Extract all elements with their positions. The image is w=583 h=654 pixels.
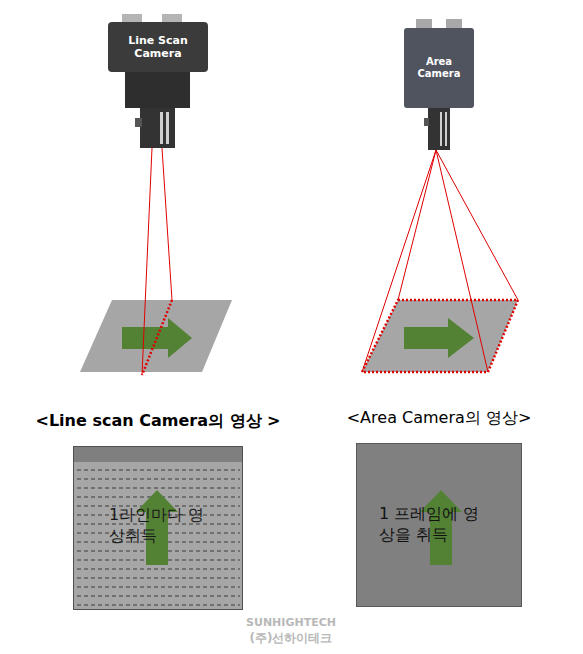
frame-outline	[362, 300, 518, 372]
scan-lines	[77, 470, 240, 605]
image-box: <Line scan Camera의 영상 >1라인마다 영상취득	[73, 446, 243, 610]
image-box: <Area Camera의 영상>1 프레임에 영상을 취득	[356, 443, 522, 607]
watermark: (주)선하이테크	[250, 630, 333, 647]
view-line	[436, 150, 518, 300]
lens-strip	[445, 112, 447, 146]
camera-lens	[140, 108, 175, 148]
lens-ring	[424, 118, 429, 126]
scan-line	[77, 488, 240, 489]
view-line	[362, 150, 436, 372]
node-text: Line Scan Camera	[122, 34, 194, 60]
camera-body	[125, 70, 190, 108]
scan-surface	[80, 300, 232, 372]
scan-line	[77, 479, 240, 480]
view-line	[162, 148, 172, 300]
lens-ring	[135, 118, 142, 127]
scan-line	[77, 596, 240, 597]
node-text: 1 프레임에 영상을 취득	[379, 504, 491, 546]
node-text: Area Camera	[411, 56, 467, 80]
scan-surface	[362, 300, 518, 372]
node-text: 1라인마다 영상취득	[109, 505, 209, 547]
line-image-band	[73, 446, 243, 462]
lens-strip	[440, 112, 442, 146]
watermark: SUNHIGHTECH	[246, 616, 336, 629]
view-line	[436, 150, 488, 372]
scan-line	[142, 300, 172, 375]
scan-line	[77, 605, 240, 606]
line-image	[73, 446, 243, 610]
camera-body: Area Camera	[404, 28, 474, 108]
lens-strip	[160, 112, 163, 144]
motion-arrow	[404, 318, 474, 358]
view-line	[142, 148, 152, 375]
scan-line	[77, 569, 240, 570]
scan-line	[77, 587, 240, 588]
image-heading: <Line scan Camera의 영상 >	[36, 411, 281, 432]
image-heading: <Area Camera의 영상>	[347, 408, 532, 429]
view-line	[398, 150, 436, 300]
scan-line	[77, 578, 240, 579]
camera-label: Line Scan Camera	[108, 22, 208, 72]
lens-strip	[166, 112, 169, 144]
camera-lens	[428, 108, 450, 150]
scan-line	[77, 470, 240, 471]
frame-image	[356, 443, 522, 607]
